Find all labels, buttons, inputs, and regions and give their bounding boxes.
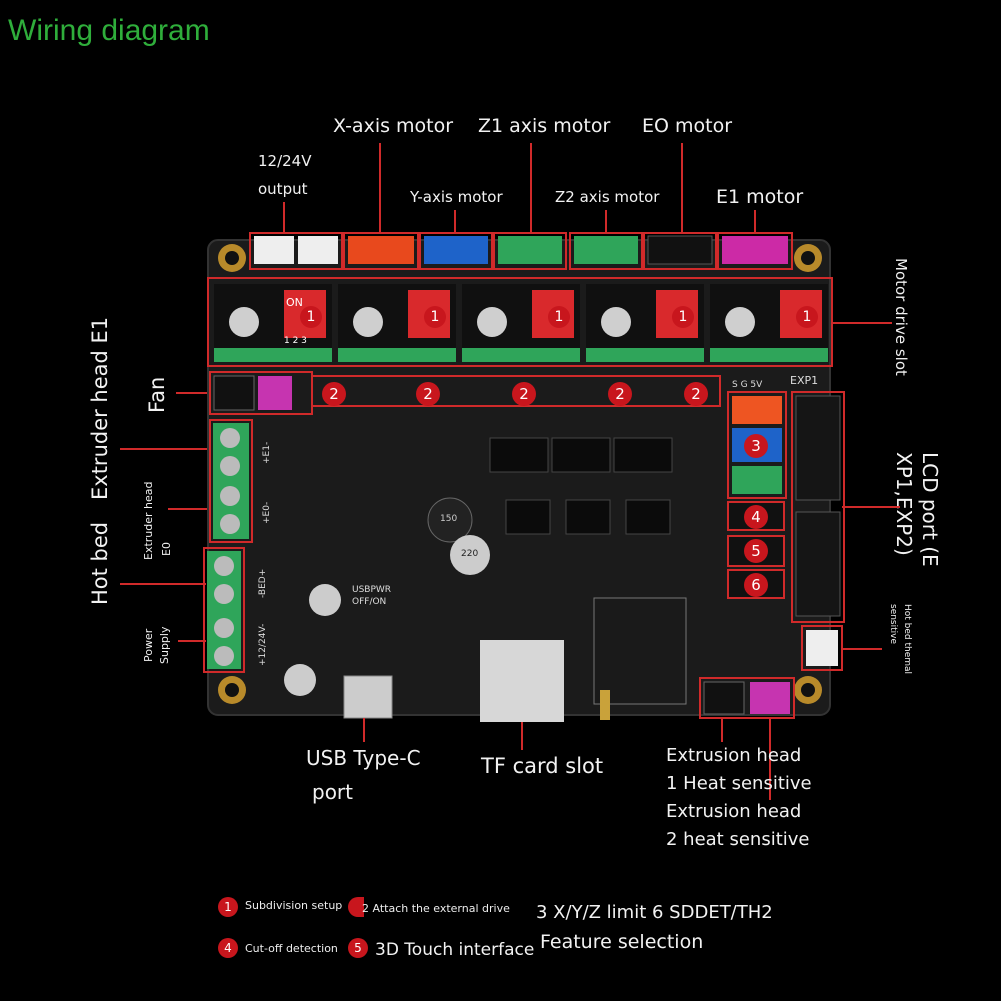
badge-external-3: 2 <box>512 382 536 406</box>
legend-badge-5: 5 <box>348 938 368 958</box>
badge-subdivision-3: 1 <box>548 306 570 328</box>
fan-connector-2 <box>258 376 292 410</box>
tf-card-label: TF card slot <box>481 754 604 778</box>
legend-cutoff: Cut-off detection <box>245 942 338 955</box>
e0-leader <box>681 143 683 233</box>
e1-motor-label: E1 motor <box>716 186 804 208</box>
extruder-e1-leader <box>120 448 212 450</box>
y-axis-motor-label: Y-axis motor <box>410 188 503 206</box>
lcd-leader <box>842 506 900 508</box>
legend-badge-1: 1 <box>218 897 238 917</box>
legend-feature-selection: Feature selection <box>540 931 704 953</box>
usbpwr-label: USBPWR <box>352 585 392 595</box>
badge-external-2: 2 <box>416 382 440 406</box>
driver-chips <box>489 437 673 535</box>
e0-connector <box>647 235 713 265</box>
legend-external-drive: 2 Attach the external drive <box>362 902 510 915</box>
legend-3d-touch: 3D Touch interface <box>375 940 535 960</box>
badge-subdivision-4: 1 <box>672 306 694 328</box>
wifi-module <box>593 597 687 705</box>
capacitor-220 <box>450 535 490 575</box>
badge-subdivision-2: 1 <box>424 306 446 328</box>
y-axis-leader <box>454 210 456 234</box>
e1-connector <box>722 236 788 264</box>
e0-pin-label: +E0- <box>262 501 272 524</box>
capacitor-220-label: 220 <box>461 549 479 559</box>
fan-leader <box>176 392 210 394</box>
usb-port-label-line1: USB Type-C <box>306 746 421 770</box>
page-title: Wiring diagram <box>8 14 210 47</box>
hotbed-thermal-leader <box>842 648 882 650</box>
badge-subdivision-5: 1 <box>796 306 818 328</box>
x-axis-leader <box>379 143 381 233</box>
e0-motor-label: EO motor <box>642 115 733 137</box>
inductor <box>427 497 473 543</box>
hot-bed-leader <box>120 583 206 585</box>
motor-drive-leader <box>832 322 892 324</box>
thermistor-label-line2: 1 Heat sensitive <box>666 773 812 794</box>
output-label-line2: output <box>258 180 308 198</box>
output-connector-1 <box>254 236 294 264</box>
z2-axis-motor-label: Z2 axis motor <box>555 188 660 206</box>
th1-connector <box>703 681 745 715</box>
output-leader <box>283 202 285 232</box>
badge-cutoff: 4 <box>744 505 768 529</box>
z2-axis-leader <box>605 210 607 234</box>
e1-pin-label: +E1- <box>262 441 272 464</box>
output-label-line1: 12/24V <box>258 152 312 170</box>
dip-123-label: 1 2 3 <box>284 336 307 346</box>
thermistor-label-line3: Extrusion head <box>666 801 802 822</box>
dip-on-label: ON <box>286 296 303 309</box>
badge-subdivision-1: 1 <box>300 306 322 328</box>
z1-axis-motor-label: Z1 axis motor <box>478 115 611 137</box>
output-connector-2 <box>298 236 338 264</box>
capacitor-bottom <box>284 664 316 696</box>
badge-external-1: 2 <box>322 382 346 406</box>
exp1-header <box>795 395 841 501</box>
thermistor-label-line1: Extrusion head <box>666 745 802 766</box>
x-axis-connector <box>348 236 414 264</box>
exp2-header <box>795 511 841 617</box>
th2-connector <box>750 682 790 714</box>
badge-limits: 3 <box>744 434 768 458</box>
motor-drive-slot-frame <box>207 277 833 367</box>
x-axis-motor-label: X-axis motor <box>333 115 454 137</box>
power-leader <box>178 640 206 642</box>
badge-3d-touch: 5 <box>744 539 768 563</box>
legend-subdivision: Subdivision setup <box>245 899 343 912</box>
badge-external-4: 2 <box>608 382 632 406</box>
legend-limits: 3 X/Y/Z limit 6 SDDET/TH2 <box>536 902 773 923</box>
bed-pin-label: -BED+ <box>258 568 268 598</box>
z2-axis-connector <box>574 236 638 264</box>
capacitor-100 <box>309 584 341 616</box>
mounting-holes <box>218 244 822 704</box>
z1-axis-leader <box>530 143 532 233</box>
usb-port-label-line2: port <box>312 780 353 804</box>
antenna <box>600 690 610 720</box>
limit-connector-x <box>732 396 782 424</box>
offon-label: OFF/ON <box>352 597 387 607</box>
y-axis-connector <box>424 236 488 264</box>
thermistor-label-line4: 2 heat sensitive <box>666 829 810 850</box>
tf-card-slot <box>480 640 564 722</box>
inductor-label: 150 <box>440 514 458 524</box>
usb-type-c-port <box>343 675 393 719</box>
fan-connector-1 <box>213 375 255 411</box>
legend-badge-4: 4 <box>218 938 238 958</box>
e1-leader <box>754 210 756 234</box>
badge-feature: 6 <box>744 573 768 597</box>
badge-external-5: 2 <box>684 382 708 406</box>
top-connectors <box>249 232 793 270</box>
legend-badge-2 <box>348 897 364 917</box>
limit-connector-z <box>732 466 782 494</box>
z1-axis-connector <box>498 236 562 264</box>
vin-pin-label: +12/24V- <box>258 623 268 666</box>
sg5v-label: S G 5V <box>732 380 763 390</box>
exp1-label: EXP1 <box>790 374 819 387</box>
hotbed-thermal-connector <box>806 630 838 666</box>
extruder-e0-leader <box>168 508 212 510</box>
